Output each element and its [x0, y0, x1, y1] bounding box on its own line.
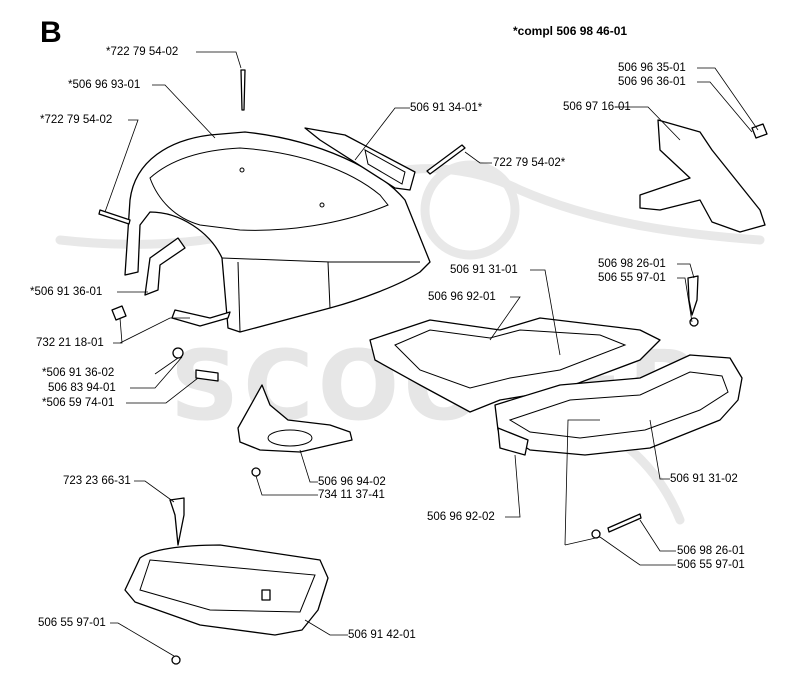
- part-label: 506 91 42-01: [348, 629, 416, 641]
- footrest-left: [369, 317, 661, 413]
- part-label: 723 23 66-31: [63, 475, 131, 487]
- seat-hinge: [639, 119, 766, 233]
- kit-label: *compl 506 98 46-01: [513, 24, 628, 38]
- part-label: 722 79 54-02*: [493, 157, 566, 169]
- fan-shroud: [237, 384, 353, 453]
- part-label: 732 21 18-01: [36, 337, 104, 349]
- part-label: *506 59 74-01: [42, 397, 115, 409]
- part-label: 506 96 36-01: [618, 76, 686, 88]
- part-label: 506 91 31-02: [670, 473, 738, 485]
- leader-lines: [104, 51, 759, 657]
- part-label: 506 97 16-01: [563, 101, 631, 113]
- part-label: *506 91 36-02: [42, 367, 115, 379]
- part-label: 506 96 92-01: [428, 291, 496, 303]
- bracket: [144, 237, 231, 327]
- part-label: 506 55 97-01: [677, 559, 745, 571]
- section-letter: B: [40, 16, 62, 49]
- part-label: 506 98 26-01: [677, 545, 745, 557]
- part-label: 506 91 34-01*: [410, 102, 483, 114]
- part-label: 506 96 92-02: [427, 511, 495, 523]
- part-label: 506 96 94-02: [318, 476, 386, 488]
- footrest-right: [494, 354, 743, 456]
- battery-cover: [124, 544, 329, 636]
- part-label: 506 98 26-01: [598, 258, 666, 270]
- part-label: 506 55 97-01: [598, 272, 666, 284]
- grille-panel: [304, 127, 416, 191]
- part-label: *506 96 93-01: [68, 79, 141, 91]
- part-label: 506 96 35-01: [618, 62, 686, 74]
- part-label: 506 55 97-01: [38, 617, 106, 629]
- part-label: *722 79 54-02: [40, 114, 113, 126]
- part-label: *506 91 36-01: [30, 286, 103, 298]
- part-label: 506 91 31-01: [450, 264, 518, 276]
- part-label: *722 79 54-02: [106, 46, 179, 58]
- part-label: 734 11 37-41: [318, 489, 385, 501]
- hood-cover: [124, 131, 431, 333]
- part-label: 506 83 94-01: [48, 382, 116, 394]
